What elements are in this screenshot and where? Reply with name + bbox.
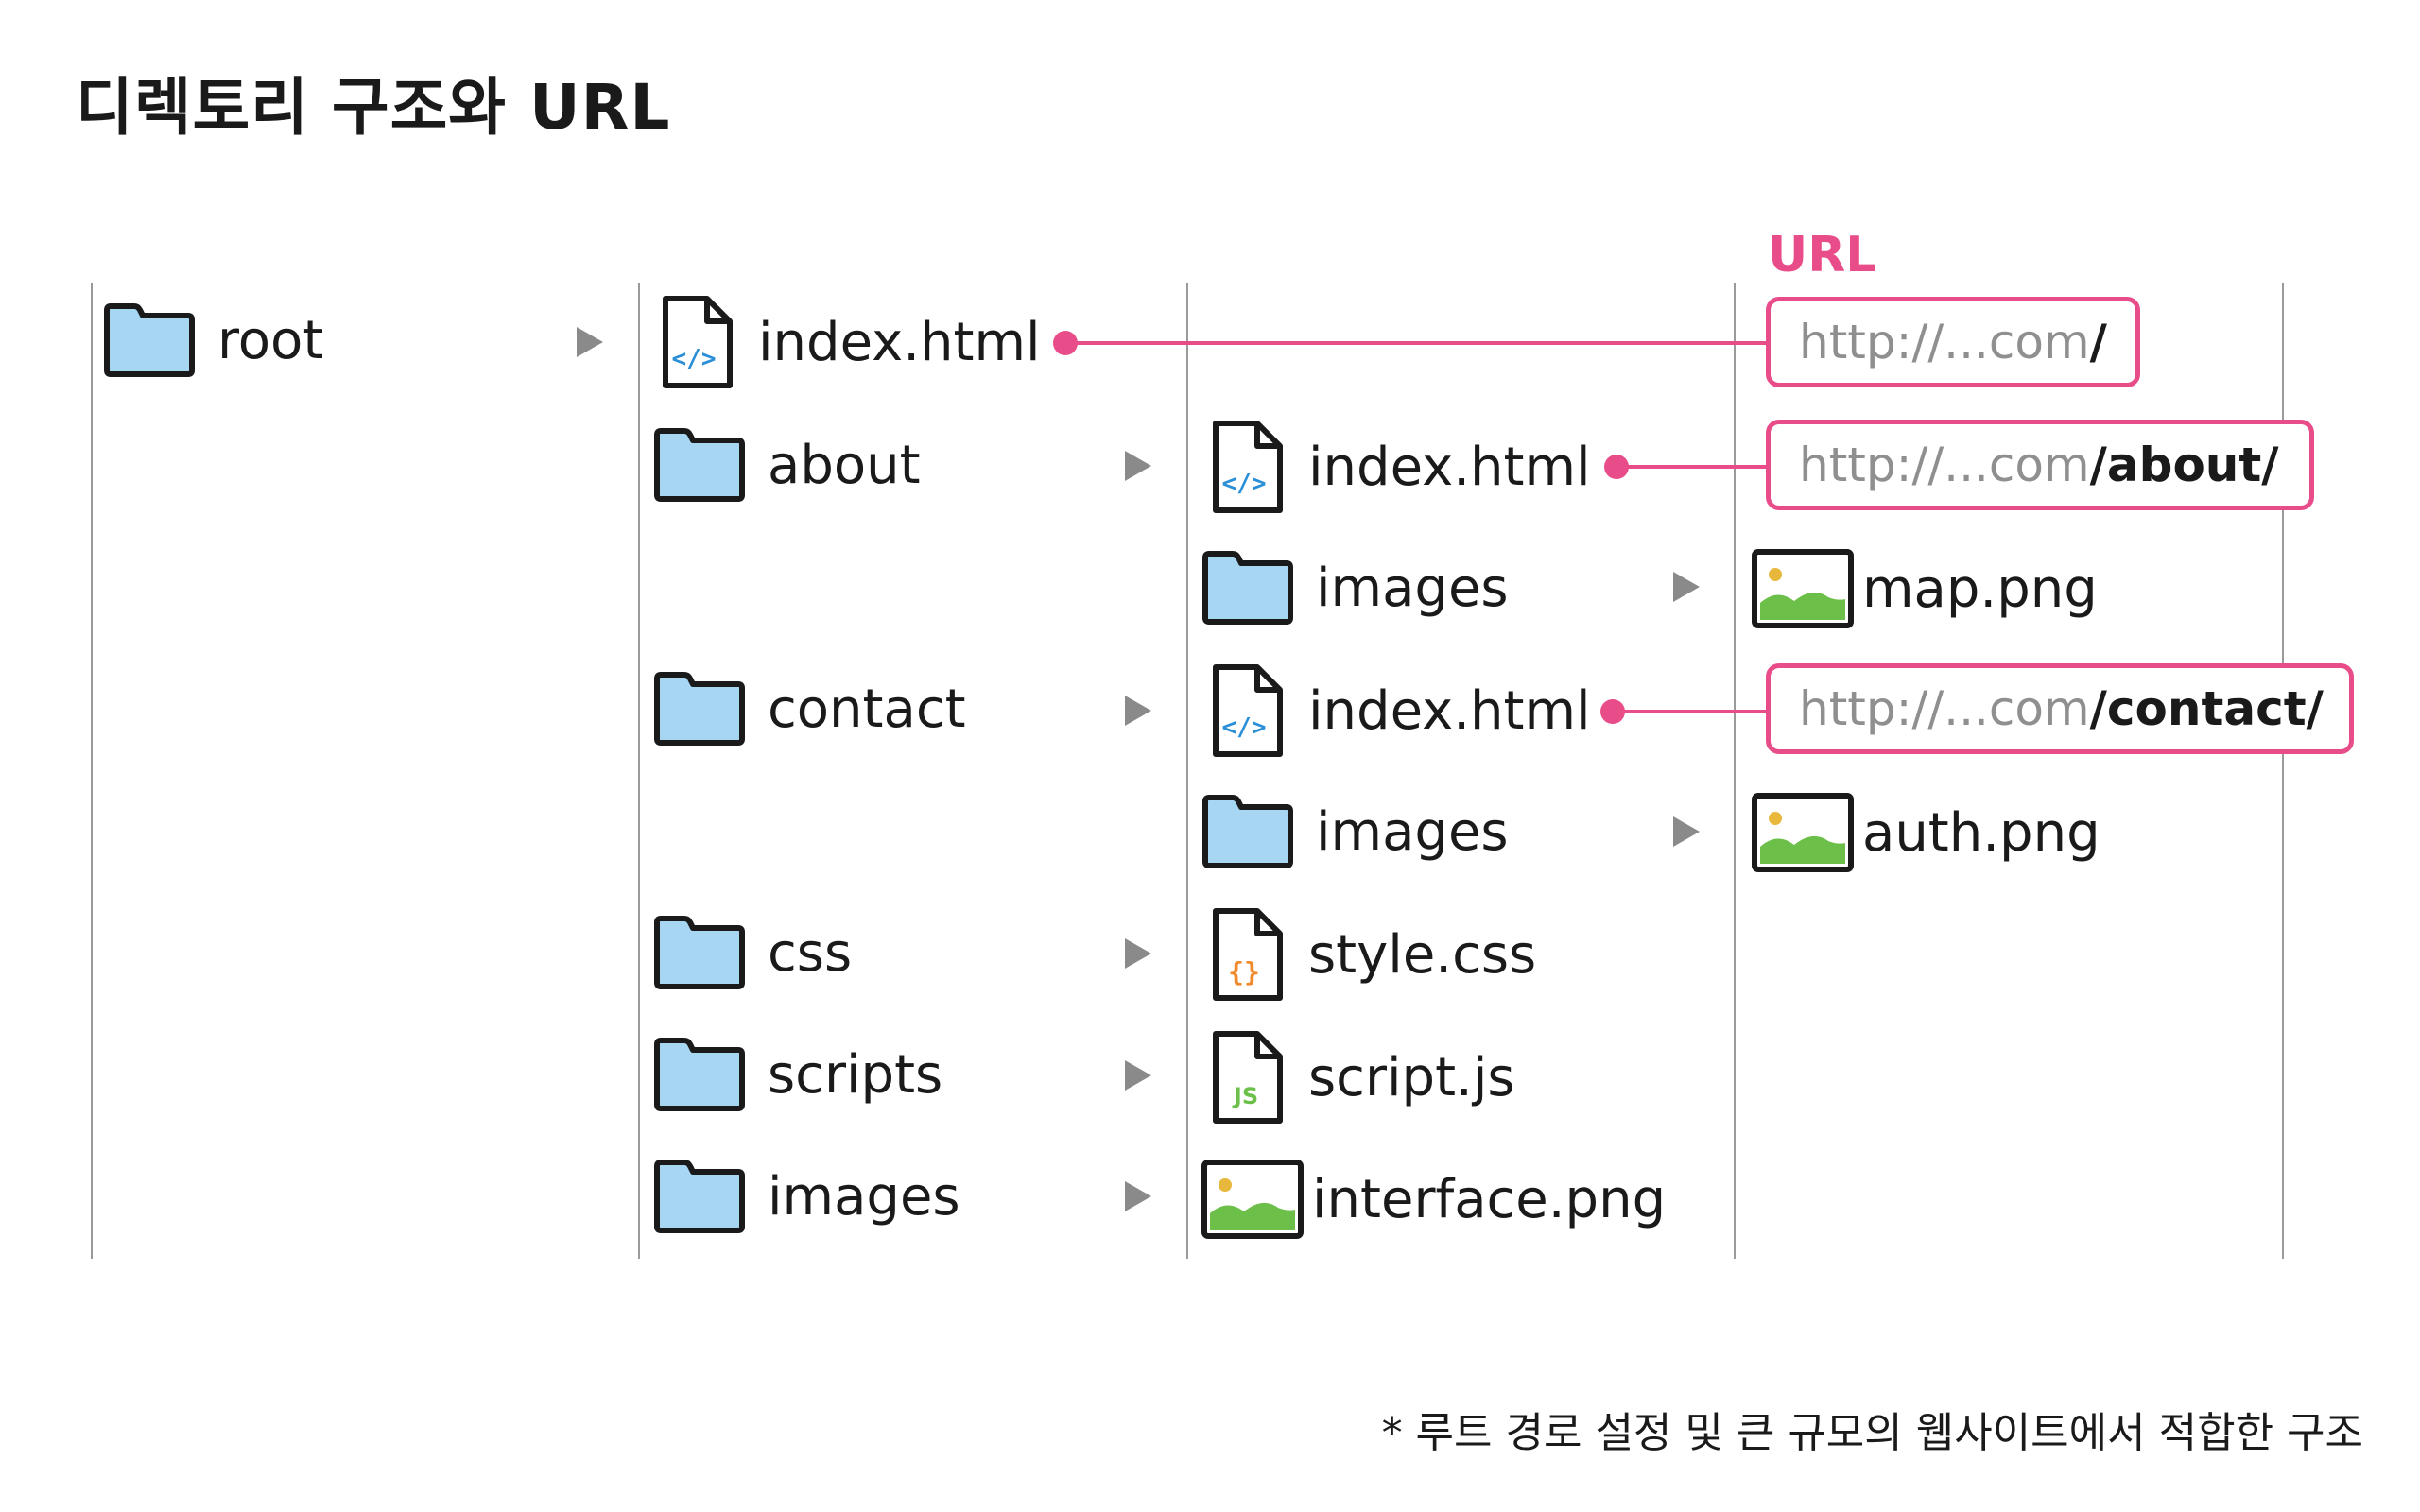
svg-text:</>: </> (1222, 470, 1267, 498)
svg-text:{}: {} (1228, 956, 1260, 988)
tree-item-root[interactable]: root (102, 302, 323, 378)
item-label: about (768, 434, 921, 496)
column-divider (638, 284, 640, 1259)
item-label: script.js (1308, 1046, 1515, 1108)
item-label: interface.png (1312, 1168, 1667, 1230)
expand-arrow-icon[interactable] (1125, 1060, 1151, 1091)
url-box-about: http://...com/about/ (1766, 420, 2314, 510)
item-label: style.css (1308, 923, 1537, 986)
tree-item-style-css[interactable]: {} style.css (1208, 907, 1536, 1002)
tree-item-about-images[interactable]: images (1201, 550, 1509, 626)
css-file-icon: {} (1208, 907, 1288, 1002)
page-title: 디렉토리 구조와 URL (76, 71, 671, 144)
item-label: images (1316, 557, 1509, 619)
tree-item-about[interactable]: about (652, 427, 921, 503)
tree-item-index-html[interactable]: </> index.html (658, 295, 1041, 389)
url-prefix: http://...com (1799, 315, 2090, 369)
column-divider (2282, 284, 2284, 1259)
html-file-icon: </> (1208, 420, 1288, 514)
item-label: css (768, 921, 853, 984)
url-path: /contact/ (2089, 681, 2324, 736)
tree-item-css[interactable]: css (652, 915, 852, 990)
item-label: root (217, 309, 324, 371)
svg-text:JS: JS (1232, 1083, 1258, 1109)
js-file-icon: JS (1208, 1030, 1288, 1125)
expand-arrow-icon[interactable] (1125, 1181, 1151, 1211)
html-file-icon: </> (1208, 663, 1288, 758)
item-label: map.png (1862, 558, 2098, 620)
item-label: index.html (758, 311, 1041, 373)
url-path: / (2089, 315, 2107, 369)
url-connector-line (1068, 341, 1770, 345)
image-file-icon (1751, 792, 1855, 873)
html-file-icon: </> (658, 295, 737, 389)
url-connector-line (1615, 710, 1770, 713)
expand-arrow-icon[interactable] (1125, 696, 1151, 726)
item-label: contact (768, 678, 966, 740)
expand-arrow-icon[interactable] (1125, 938, 1151, 969)
folder-icon (652, 915, 747, 990)
expand-arrow-icon[interactable] (1673, 572, 1700, 602)
tree-item-about-index-html[interactable]: </> index.html (1208, 420, 1591, 514)
image-file-icon (1201, 1159, 1305, 1240)
svg-text:</>: </> (1222, 713, 1267, 742)
item-label: auth.png (1862, 801, 2100, 864)
folder-icon (652, 671, 747, 747)
folder-icon (652, 1037, 747, 1112)
item-label: index.html (1308, 436, 1591, 498)
item-label: images (768, 1165, 960, 1228)
tree-item-interface-png[interactable]: interface.png (1201, 1159, 1666, 1240)
image-file-icon (1751, 548, 1855, 629)
folder-icon (102, 302, 197, 378)
item-label: scripts (768, 1043, 943, 1106)
url-connector-line (1618, 465, 1770, 469)
svg-text:</>: </> (672, 345, 717, 373)
tree-item-script-js[interactable]: JS script.js (1208, 1030, 1515, 1125)
tree-item-images[interactable]: images (652, 1159, 960, 1234)
tree-item-scripts[interactable]: scripts (652, 1037, 942, 1112)
url-prefix: http://...com (1799, 438, 2090, 492)
url-box-root: http://...com/ (1766, 297, 2140, 387)
tree-item-auth-png[interactable]: auth.png (1751, 792, 2100, 873)
url-path: /about/ (2089, 438, 2279, 492)
tree-item-contact-index-html[interactable]: </> index.html (1208, 663, 1591, 758)
expand-arrow-icon[interactable] (577, 327, 603, 357)
tree-item-contact-images[interactable]: images (1201, 794, 1509, 869)
column-divider (1186, 284, 1188, 1259)
expand-arrow-icon[interactable] (1673, 816, 1700, 847)
item-label: images (1316, 800, 1509, 863)
folder-icon (1201, 550, 1295, 626)
column-divider (91, 284, 93, 1259)
folder-icon (652, 1159, 747, 1234)
url-box-contact: http://...com/contact/ (1766, 663, 2354, 754)
tree-item-map-png[interactable]: map.png (1751, 548, 2098, 629)
tree-item-contact[interactable]: contact (652, 671, 966, 747)
folder-icon (652, 427, 747, 503)
item-label: index.html (1308, 679, 1591, 742)
folder-icon (1201, 794, 1295, 869)
footnote: * 루트 경로 설정 및 큰 규모의 웹사이트에서 적합한 구조 (1381, 1409, 2363, 1457)
url-prefix: http://...com (1799, 681, 2090, 736)
column-divider (1734, 284, 1736, 1259)
expand-arrow-icon[interactable] (1125, 451, 1151, 481)
url-header: URL (1768, 227, 1877, 284)
